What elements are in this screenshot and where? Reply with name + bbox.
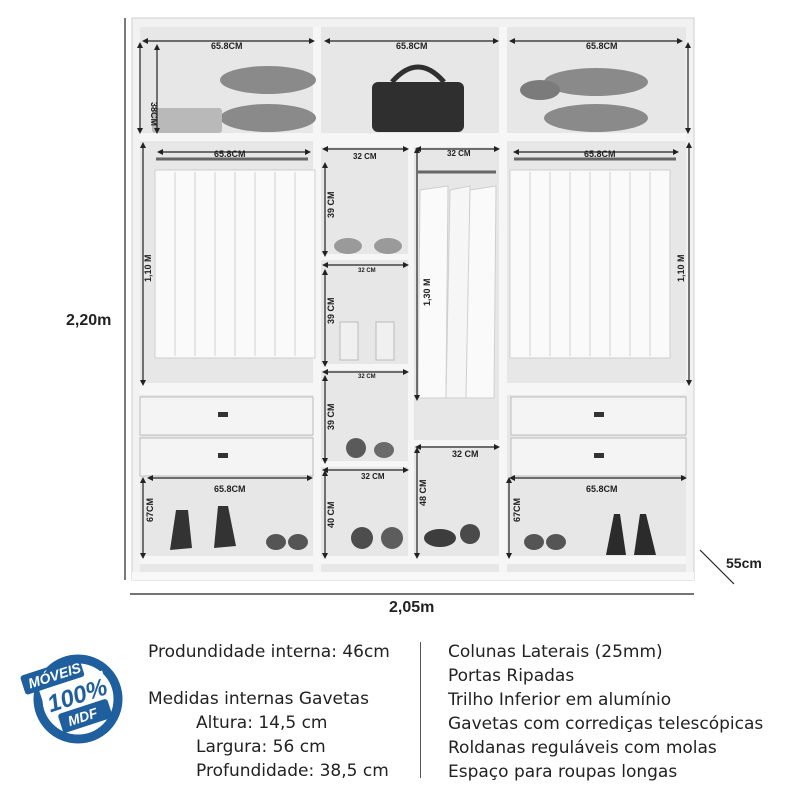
- bottom-left-height-label: 67CM: [145, 498, 155, 522]
- rail-right-label: 65.8CM: [584, 149, 616, 159]
- dimension-lines: [124, 18, 735, 595]
- center-low-width-label: 32 CM: [452, 449, 479, 459]
- shelf4-height-label: 40 CM: [326, 501, 336, 528]
- shelf1-height-label: 39 CM: [326, 191, 336, 218]
- spec-feature-5: Roldanas reguláveis com molas: [448, 738, 717, 758]
- col-width-top-label: 32 CM: [353, 152, 377, 161]
- top-mid-width-label: 65.8CM: [396, 41, 428, 51]
- center-low-height-label: 48 CM: [418, 479, 428, 506]
- wardrobe-contents: [152, 64, 676, 555]
- height-label: 2,20m: [66, 312, 111, 329]
- spec-feature-3: Trilho Inferior em alumínio: [448, 690, 672, 710]
- spec-feature-4: Gavetas com corrediças telescópicas: [448, 714, 764, 734]
- spec-drawer-depth: Profundidade: 38,5 cm: [196, 761, 389, 781]
- bottom-left-width-label: 65.8CM: [214, 484, 246, 494]
- top-left-width-label: 65.8CM: [211, 41, 243, 51]
- shelf4-width-label: 32 CM: [361, 472, 385, 481]
- spec-internal-depth: Produndidade interna: 46cm: [148, 642, 390, 662]
- rail-left-label: 65.8CM: [214, 149, 246, 159]
- mdf-seal-logo: MÓVEIS 100% MDF: [20, 654, 123, 744]
- top-right-width-label: 65.8CM: [586, 41, 618, 51]
- dimension-labels: 2,20m 2,05m 55cm 65.8CM 65.8CM 65.8CM 38…: [66, 41, 762, 616]
- wardrobe-diagram: 2,20m 2,05m 55cm 65.8CM 65.8CM 65.8CM 38…: [66, 17, 762, 616]
- shelf3-height-label: 39 CM: [326, 403, 336, 430]
- width-label: 2,05m: [389, 599, 434, 616]
- spec-feature-6: Espaço para roupas longas: [448, 762, 678, 782]
- spec-drawer-width: Largura: 56 cm: [196, 737, 326, 757]
- hang-right-height-label: 1,10 M: [676, 254, 686, 282]
- shelf2-height-label: 39 CM: [326, 297, 336, 324]
- top-left-height-label: 38CM: [149, 102, 159, 126]
- bottom-right-width-label: 65.8CM: [586, 484, 618, 494]
- specs-divider: [420, 642, 421, 778]
- spec-drawer-title: Medidas internas Gavetas: [148, 689, 369, 709]
- col-width-top-mid-label: 32 CM: [447, 149, 471, 158]
- spec-feature-2: Portas Ripadas: [448, 666, 575, 686]
- shelf1-width-label: 32 CM: [358, 268, 376, 274]
- spec-drawer-height: Altura: 14,5 cm: [196, 713, 328, 733]
- shelf2-width-label: 32 CM: [358, 374, 376, 380]
- bottom-right-height-label: 67CM: [512, 498, 522, 522]
- depth-label: 55cm: [726, 555, 762, 571]
- spec-feature-1: Colunas Laterais (25mm): [448, 642, 663, 662]
- hang-left-height-label: 1,10 M: [143, 254, 153, 282]
- center-hang-height-label: 1,30 M: [422, 278, 432, 306]
